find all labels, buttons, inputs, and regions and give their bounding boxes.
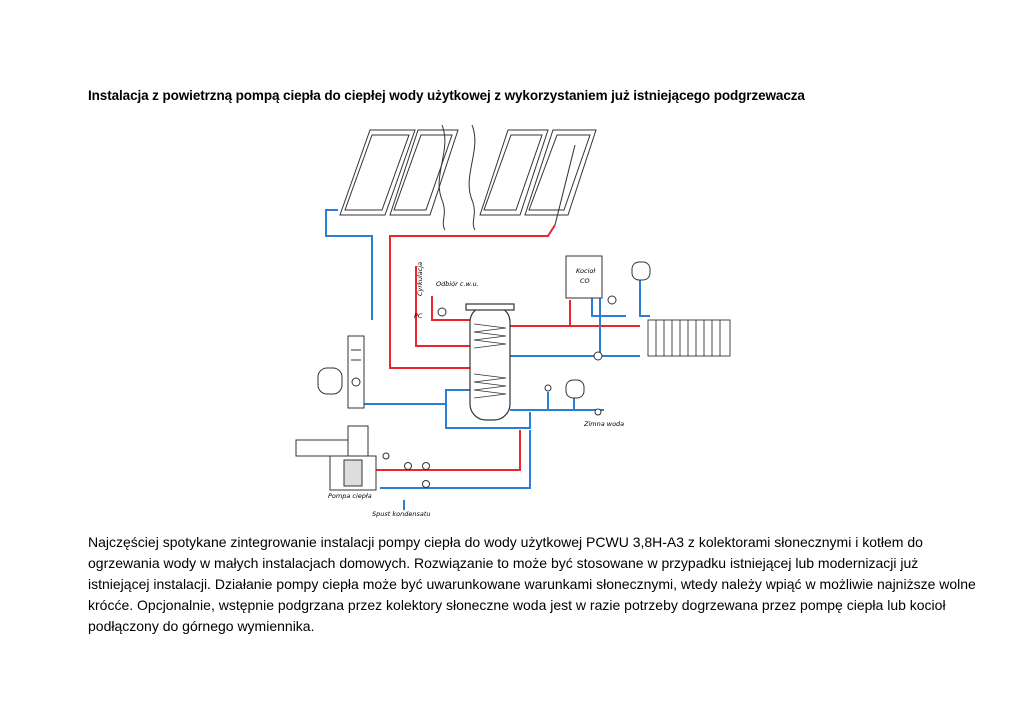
radiator: [647, 319, 731, 357]
piping: [325, 209, 650, 510]
page-title: Instalacja z powietrzną pompą ciepła do …: [88, 88, 805, 103]
solar-pump-station: [347, 335, 365, 409]
label-pompa-ciepla: Pompa ciepła: [328, 492, 372, 500]
paragraph-line: krócće. Opcjonalnie, wstępnie podgrzana …: [88, 597, 946, 613]
paragraph-line: Najczęściej spotykane zintegrowanie inst…: [88, 534, 923, 550]
paragraph-line: podłączony do górnego wymiennika.: [88, 618, 315, 634]
label-odbior: Odbiór c.w.u.: [436, 280, 479, 288]
solar-collectors: [339, 124, 597, 231]
paragraph-line: ogrzewania wody w małych instalacjach do…: [88, 555, 919, 571]
boiler-label-1: Kocioł: [576, 267, 596, 275]
boiler-label-2: CO: [580, 277, 590, 285]
description-paragraph: Najczęściej spotykane zintegrowanie inst…: [88, 532, 976, 637]
heat-pump: [295, 425, 377, 491]
expansion-vessels: [317, 261, 651, 399]
label-cyrkulacja: Cyrkulacja: [416, 262, 424, 296]
label-zimna-woda: Zimna woda: [583, 420, 624, 428]
boiler: [565, 255, 603, 299]
valves: [382, 295, 617, 488]
label-pc: PC: [414, 312, 423, 320]
paragraph-line: istniejącej instalacji. Działanie pompy …: [88, 576, 976, 592]
storage-tank: [465, 303, 515, 421]
label-spust: Spust kondensatu: [372, 510, 431, 518]
